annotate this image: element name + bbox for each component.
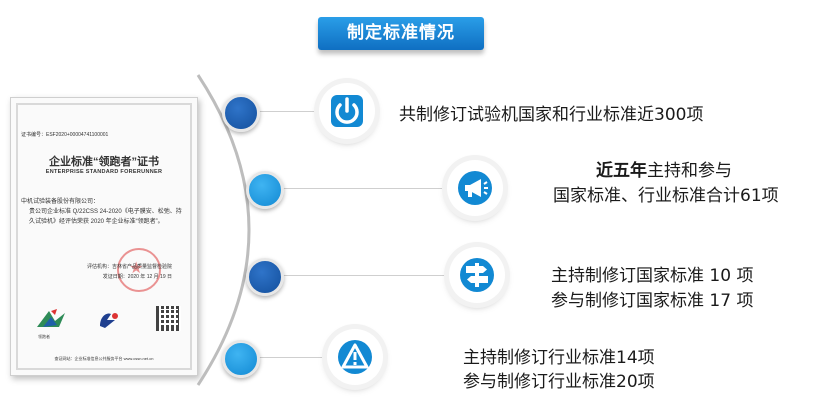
timeline-dot-1 [222,94,260,132]
certificate-image: 证书编号：ESF2020+00004741100001 企业标准“领跑者”证书 … [10,97,198,376]
certificate-date: 发证日期：2020 年 12 月 19 日 [102,274,172,280]
item-2-line-1: 近五年主持和参与 [596,161,732,181]
seal-star-icon: ★ [129,258,144,277]
section-title: 制定标准情况 [318,17,484,50]
connector-line-3 [278,275,450,276]
timeline-dot-3 [246,258,284,296]
arc-path [196,74,251,386]
connector-line-2 [278,188,448,189]
item-4-line-1: 主持制修订行业标准14项 [463,348,655,368]
item-3-line-2: 参与制修订国家标准 17 项 [551,291,754,311]
signpost-icon [449,247,505,303]
megaphone-icon [447,160,503,216]
cssn-logo-icon [100,313,118,328]
item-3-line-1: 主持制修订国家标准 10 项 [551,266,754,286]
certificate-footer: 查证网站：企业标准信息公共服务平台 www.cssn.net.cn [54,356,154,361]
item-2-highlight: 近五年 [596,161,647,181]
forerunner-logo-icon [37,309,65,327]
certificate-org: 评估机构：吉林省产品质量监督检验院 [86,264,172,270]
timeline-dot-2 [246,171,284,209]
certificate-border [16,103,192,370]
connector-line-4 [256,357,328,358]
certificate-company: 中机试验装备股份有限公司： [21,199,100,205]
item-2-line-2: 国家标准、行业标准合计61项 [553,186,779,206]
power-icon [319,83,375,139]
item-1-line-1: 共制修订试验机国家和行业标准近300项 [399,105,704,125]
certificate-title: 企业标准“领跑者”证书 [49,156,159,168]
qr-code-pattern [159,309,178,328]
timeline-dot-4 [222,340,260,378]
connector-line-1 [256,111,320,112]
logo-label: 领跑者 [38,334,50,339]
certificate-number: 证书编号：ESF2020+00004741100001 [21,132,109,138]
item-4-line-2: 参与制修订行业标准20项 [463,372,655,392]
certificate-body: 贵公司企业标准 Q/22CSS 24-2020《电子膜安、松弛、持久试验机》经评… [29,209,182,225]
seal-stamp [117,248,161,292]
warning-icon [327,329,383,385]
certificate-subtitle: ENTERPRISE STANDARD FORERUNNER [45,169,163,175]
